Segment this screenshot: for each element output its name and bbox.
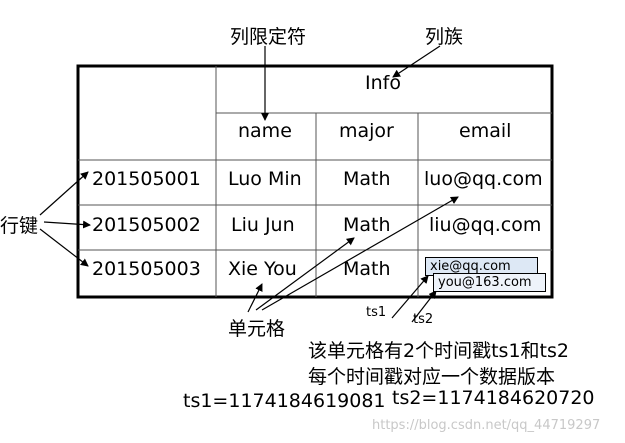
watermark: https://blog.csdn.net/qq_44719297 (372, 418, 601, 433)
version-ts2-box: you@163.com (433, 273, 546, 292)
version-ts1-box: xie@qq.com (425, 257, 538, 276)
cell-name: Luo Min (228, 168, 302, 190)
family-header: Info (365, 72, 401, 94)
row-key: 201505003 (92, 258, 201, 280)
cell-name: Xie You (228, 258, 297, 280)
cell-major: Math (343, 214, 391, 236)
rowkey-label: 行键 (0, 215, 39, 237)
row-key: 201505002 (92, 214, 201, 236)
column-header-email: email (459, 120, 512, 142)
family-label: 列族 (425, 26, 464, 48)
note-line-2: 每个时间戳对应一个数据版本 (308, 366, 556, 388)
cell-arrow-1 (247, 283, 263, 313)
ts1-value: ts1=1174184619081 (183, 390, 386, 412)
row-key: 201505001 (92, 168, 201, 190)
ts1-arrow (391, 275, 429, 319)
rowkey-arrow-2 (43, 220, 91, 229)
cell-major: Math (343, 258, 391, 280)
cell-name: Liu Jun (231, 214, 295, 236)
qualifier-label: 列限定符 (230, 26, 307, 48)
column-header-name: name (238, 120, 292, 142)
rowkey-arrow-1 (39, 171, 89, 216)
cell-arrow-2 (255, 237, 355, 311)
cell-major: Math (343, 168, 391, 190)
ts1-tag: ts1 (366, 305, 387, 320)
cell-email: luo@qq.com (424, 168, 543, 190)
ts2-tag: ts2 (413, 312, 434, 327)
note-line-1: 该单元格有2个时间戳ts1和ts2 (308, 340, 569, 362)
cell-email: liu@qq.com (429, 214, 542, 236)
family-arrow (392, 45, 441, 78)
ts2-value: ts2=1174184620720 (392, 387, 595, 409)
cell-label: 单元格 (228, 318, 286, 340)
cell-arrow-3 (261, 196, 459, 311)
column-header-major: major (339, 120, 394, 142)
ts2-arrow (411, 290, 437, 323)
rowkey-arrow-3 (39, 228, 89, 267)
